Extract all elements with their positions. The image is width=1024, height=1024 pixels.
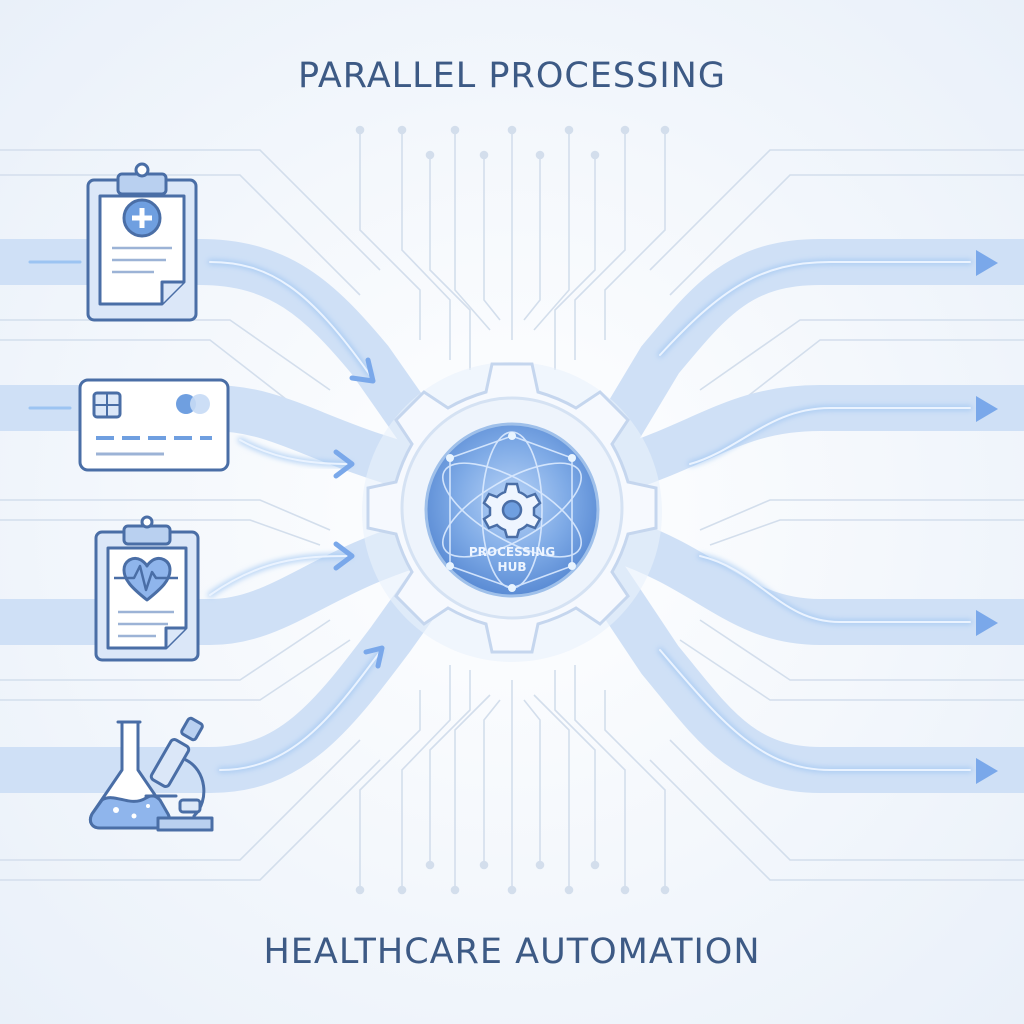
input-arrowheads [333, 357, 385, 669]
gear-icon [482, 482, 542, 539]
output-arrow-2-icon [976, 396, 998, 422]
output-arrow-4-icon [976, 758, 998, 784]
output-stream-2 [597, 385, 1024, 493]
output-stream-3 [597, 517, 1024, 645]
heart-rate-clipboard-icon [94, 515, 200, 662]
output-arrow-1-icon [976, 250, 998, 276]
input-arrow-1-icon [349, 357, 376, 384]
footer-subtitle: HEALTHCARE AUTOMATION [263, 932, 761, 972]
input-arrow-3-icon [333, 541, 355, 571]
input-arrow-4-icon [363, 645, 385, 669]
output-arrowheads [976, 250, 998, 784]
output-streams [577, 239, 1024, 793]
page-title: PARALLEL PROCESSING [298, 56, 726, 96]
input-arrow-2-icon [333, 449, 355, 479]
input-stream-3 [0, 517, 453, 645]
atom-nodes [446, 432, 576, 592]
hub-label-line2: HUB [498, 560, 527, 574]
hub-label-line1: PROCESSING [469, 545, 555, 559]
circuit-traces [0, 125, 1024, 895]
processing-hub: PROCESSING HUB [362, 362, 662, 662]
medical-clipboard-icon [86, 162, 198, 322]
payment-card-icon [78, 378, 230, 472]
lab-flask-microscope-icon [88, 716, 214, 832]
output-arrow-3-icon [976, 610, 998, 636]
